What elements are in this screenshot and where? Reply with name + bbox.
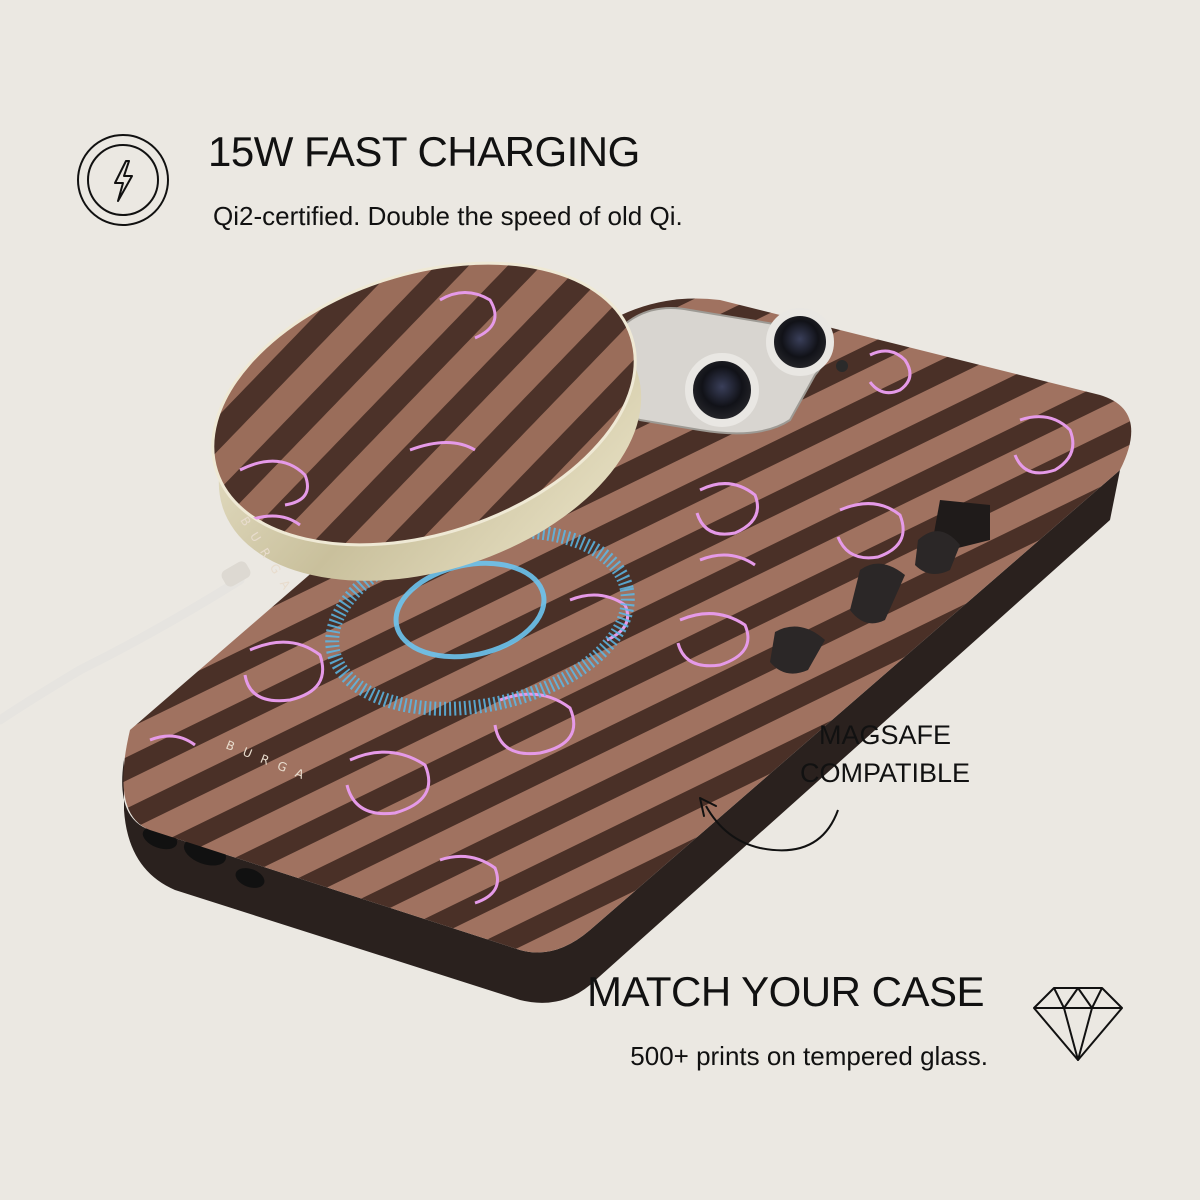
fast-charging-icon — [76, 133, 170, 227]
magsafe-label-line2: COMPATIBLE — [799, 758, 971, 788]
camera-module — [607, 307, 848, 435]
magsafe-label: MAGSAFE COMPATIBLE — [760, 716, 1010, 792]
diamond-icon — [1033, 987, 1123, 1061]
lightning-bolt-icon — [77, 134, 169, 226]
feature-subtitle-charging: Qi2-certified. Double the speed of old Q… — [213, 201, 683, 231]
feature-subtitle-match: 500+ prints on tempered glass. — [630, 1041, 988, 1071]
curved-arrow-icon — [699, 797, 839, 852]
match-case-icon — [1030, 984, 1126, 1064]
feature-title-match: MATCH YOUR CASE — [587, 968, 985, 1015]
feature-title-charging: 15W FAST CHARGING — [208, 128, 640, 175]
cable-plug — [221, 561, 251, 587]
magsafe-charger: BURGA — [211, 261, 642, 600]
charging-cable — [0, 575, 245, 725]
side-buttons — [770, 500, 990, 674]
magsafe-label-line1: MAGSAFE — [818, 720, 952, 750]
